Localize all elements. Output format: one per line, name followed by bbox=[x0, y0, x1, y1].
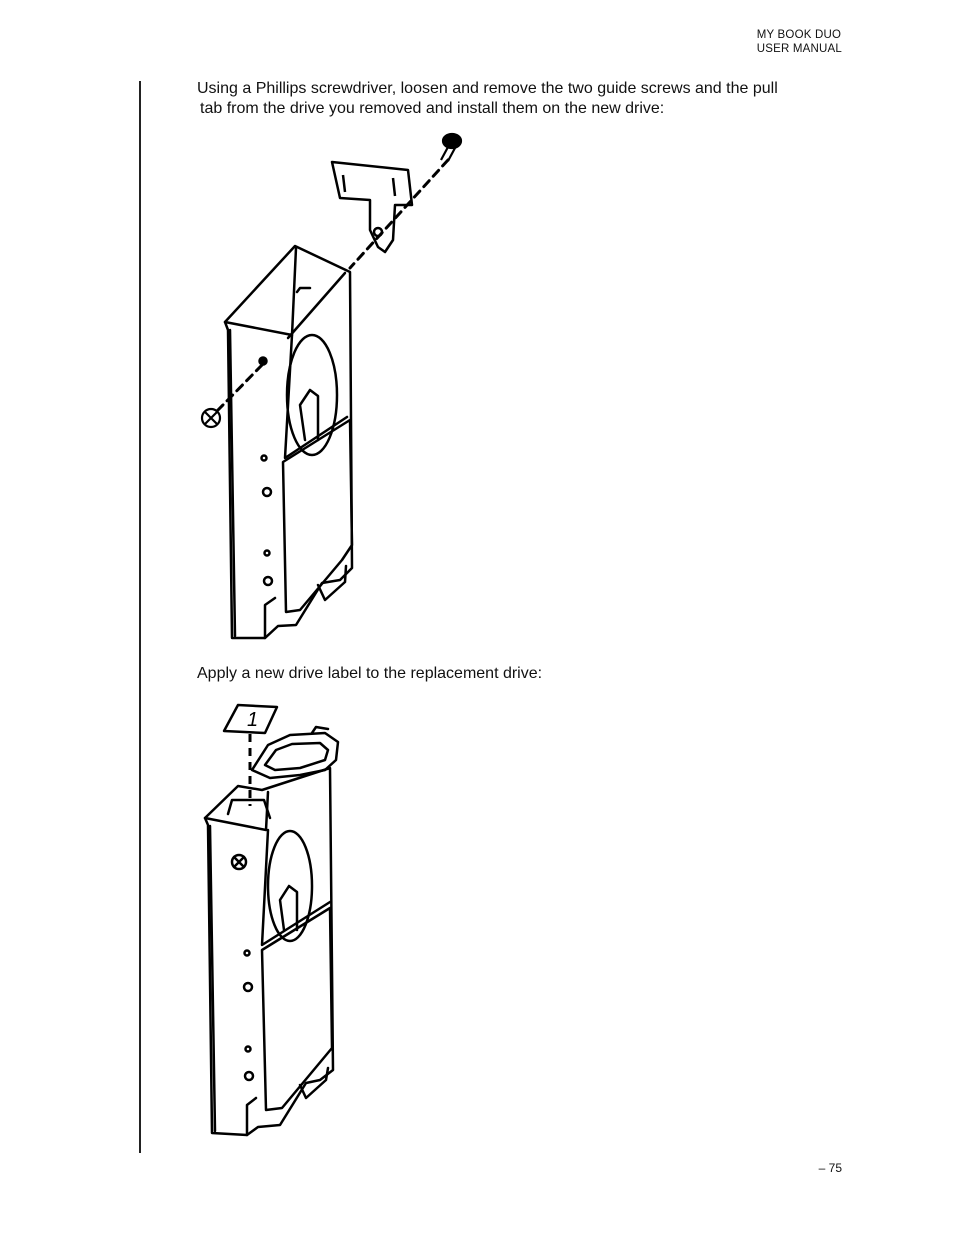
page-header: MY BOOK DUO USER MANUAL bbox=[757, 28, 842, 56]
pull-tab-icon bbox=[332, 162, 412, 252]
figure-remove-screws-pull-tab bbox=[190, 125, 480, 645]
instruction-paragraph-2: Apply a new drive label to the replaceme… bbox=[197, 665, 543, 682]
guide-screw-top-icon bbox=[441, 134, 461, 161]
guide-line-pull-tab bbox=[350, 160, 448, 268]
drive-label-panel bbox=[283, 420, 352, 612]
drive-body bbox=[225, 246, 352, 638]
page-number: – 75 bbox=[818, 1161, 842, 1175]
pull-tab-handle bbox=[252, 733, 338, 778]
instruction-line-2: tab from the drive you removed and insta… bbox=[200, 100, 665, 117]
margin-rule bbox=[139, 81, 141, 1153]
instruction-line-1: Using a Phillips screwdriver, loosen and… bbox=[197, 80, 778, 97]
guide-line-side-screw bbox=[218, 365, 262, 410]
platter-ellipse bbox=[287, 335, 337, 455]
guide-screw-side-icon bbox=[202, 404, 224, 427]
label-number: 1 bbox=[247, 709, 258, 731]
drive-label bbox=[224, 705, 277, 733]
header-subtitle: USER MANUAL bbox=[756, 43, 842, 55]
header-title: MY BOOK DUO bbox=[756, 29, 842, 41]
instruction-paragraph-1: Using a Phillips screwdriver, loosen and… bbox=[197, 79, 837, 119]
figure-apply-drive-label: 1 bbox=[195, 697, 355, 1137]
